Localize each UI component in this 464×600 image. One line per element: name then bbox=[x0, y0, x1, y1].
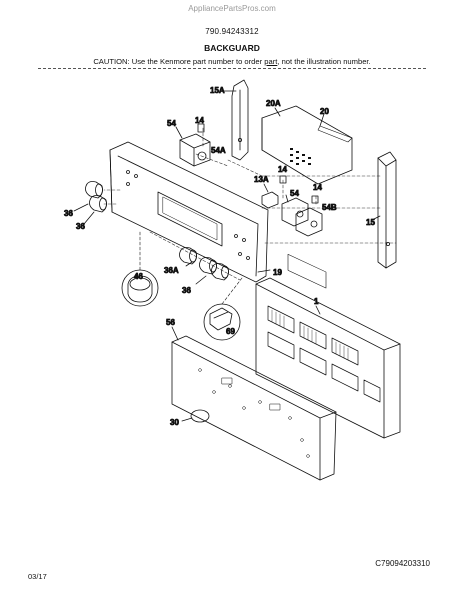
revision-date: 03/17 bbox=[28, 572, 47, 581]
callout-54-top: 54 bbox=[167, 119, 176, 128]
document-id: C79094203310 bbox=[375, 559, 430, 568]
part-36a-lower-knobs bbox=[179, 247, 229, 285]
callout-15: 15 bbox=[366, 218, 375, 227]
callout-36-b: 36 bbox=[76, 222, 85, 231]
part-46-knob-detail bbox=[121, 231, 159, 307]
section-title: BACKGUARD bbox=[204, 43, 260, 53]
part-15a-left-bracket bbox=[220, 79, 249, 161]
part-1-rear-shield bbox=[255, 277, 401, 439]
callout-1: 1 bbox=[314, 297, 319, 306]
part-14-right-knob-stem bbox=[311, 195, 319, 204]
part-36-left-knobs bbox=[73, 181, 107, 225]
callout-13a: 13A bbox=[254, 175, 269, 184]
callout-36a: 36A bbox=[164, 266, 179, 275]
caution-suffix: , not the illustration number. bbox=[277, 57, 371, 66]
header-divider bbox=[38, 68, 426, 69]
part-56-lower-back-panel bbox=[171, 326, 337, 481]
part-14-top-knob-stem bbox=[197, 123, 205, 133]
callout-labels: 15A 20A 20 54 14 54A 14 13A 54 14 54B 15… bbox=[64, 86, 376, 428]
callout-14-top: 14 bbox=[195, 116, 204, 125]
caution-prefix: CAUTION: Use the Kenmore part number to … bbox=[93, 57, 265, 66]
callout-19: 19 bbox=[273, 268, 282, 277]
part-69-screw-detail bbox=[203, 277, 243, 341]
part-15-right-bracket bbox=[371, 151, 397, 269]
callout-15a: 15A bbox=[210, 86, 225, 95]
callout-20a: 20A bbox=[266, 99, 281, 108]
callout-54-mid: 54 bbox=[290, 189, 299, 198]
callout-46: 46 bbox=[134, 272, 143, 281]
callout-36-c: 36 bbox=[182, 286, 191, 295]
part-54-top-switch bbox=[175, 126, 211, 167]
caution-part-link: part bbox=[264, 57, 278, 66]
callout-14-mid: 14 bbox=[278, 165, 287, 174]
part-19-backguard-panel bbox=[109, 141, 271, 283]
part-14-mid-knob-stem bbox=[279, 175, 287, 184]
model-number: 790.94243312 bbox=[205, 27, 259, 36]
part-30-cover-plate bbox=[181, 409, 210, 423]
callout-54b: 54B bbox=[322, 203, 337, 212]
callout-54a: 54A bbox=[211, 146, 226, 155]
part-20-clock-control bbox=[261, 105, 353, 289]
part-13a-switch bbox=[261, 183, 279, 209]
callout-69: 69 bbox=[226, 327, 235, 336]
part-54b-switch bbox=[295, 207, 323, 237]
callout-56: 56 bbox=[166, 318, 175, 327]
callout-36-a: 36 bbox=[64, 209, 73, 218]
callout-14-right: 14 bbox=[313, 183, 322, 192]
watermark: AppliancePartsPros.com bbox=[188, 4, 276, 13]
callout-30: 30 bbox=[170, 418, 179, 427]
callout-20: 20 bbox=[320, 107, 329, 116]
caution-note: CAUTION: Use the Kenmore part number to … bbox=[0, 57, 464, 66]
